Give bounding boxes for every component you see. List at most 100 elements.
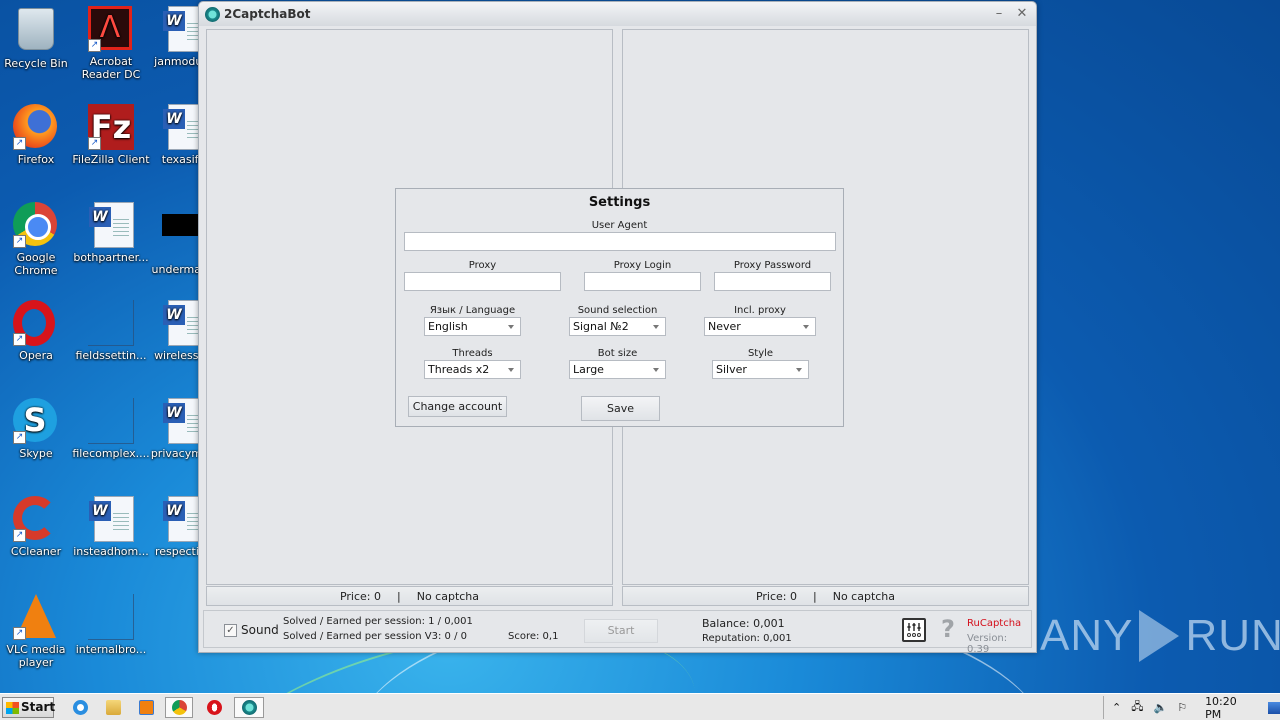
filezilla-icon: Fz xyxy=(88,104,134,150)
ccleaner-icon xyxy=(13,496,57,540)
sound-label[interactable]: Sound xyxy=(241,623,279,637)
minimize-button[interactable]: – xyxy=(995,6,1003,21)
price-label: Price: 0 xyxy=(339,589,381,603)
proxy-login-label: Proxy Login xyxy=(613,260,672,271)
language-select[interactable]: English xyxy=(424,317,521,336)
chevron-down-icon xyxy=(508,368,514,372)
shortcut-arrow-icon: ↗ xyxy=(13,529,26,542)
word-document-icon xyxy=(89,202,134,248)
internet-explorer-icon xyxy=(72,700,88,715)
threads-select[interactable]: Threads x2 xyxy=(424,360,521,379)
chevron-down-icon xyxy=(508,325,514,329)
desktop-icon-blank-file[interactable]: internalbro... xyxy=(72,594,150,656)
desktop-icon-blank-file[interactable]: fieldssettin... xyxy=(72,300,150,362)
sound-selection-select[interactable]: Signal №2 xyxy=(569,317,666,336)
settings-sliders-icon[interactable] xyxy=(902,618,926,642)
acrobat-icon: ᐱ xyxy=(88,6,132,50)
clock[interactable]: 10:20 PM xyxy=(1205,694,1237,720)
taskbar-file-explorer[interactable] xyxy=(99,697,127,718)
app-lock-icon xyxy=(205,6,220,22)
play-logo-icon xyxy=(1139,610,1180,662)
desktop-icon-firefox[interactable]: ↗ Firefox xyxy=(0,104,75,166)
sliders-icon xyxy=(907,623,921,637)
captcha-status: No captcha xyxy=(416,589,480,603)
separator: | xyxy=(813,589,817,603)
help-question-icon[interactable]: ? xyxy=(941,615,955,643)
status-bar-left: Price: 0 | No captcha xyxy=(206,586,613,606)
shortcut-arrow-icon: ↗ xyxy=(88,137,101,150)
user-agent-input[interactable] xyxy=(404,232,836,251)
volume-icon[interactable]: 🔈 xyxy=(1153,701,1168,714)
desktop-icon-blank-file[interactable]: filecomplex.... xyxy=(72,398,150,460)
app-lock-icon xyxy=(241,700,257,715)
window-title: 2CaptchaBot xyxy=(224,7,311,21)
desktop-icon-opera[interactable]: ↗ Opera xyxy=(0,300,75,362)
desktop-icon-recycle-bin[interactable]: Recycle Bin xyxy=(0,6,75,70)
taskbar: Start ⌃ 🖧 🔈 ⚐ 10:20 PM xyxy=(0,693,1280,720)
chevron-down-icon xyxy=(653,368,659,372)
incl-proxy-label: Incl. proxy xyxy=(734,305,786,316)
sound-checkbox[interactable]: ✓ xyxy=(224,624,237,637)
shortcut-arrow-icon: ↗ xyxy=(88,39,101,52)
balance-label: Balance: 0,001 xyxy=(702,617,785,630)
bot-size-select[interactable]: Large xyxy=(569,360,666,379)
taskbar-2captchabot[interactable] xyxy=(234,697,264,718)
show-desktop-button[interactable] xyxy=(1268,701,1280,714)
shortcut-arrow-icon: ↗ xyxy=(13,627,26,640)
service-link[interactable]: RuCaptcha xyxy=(967,618,1022,629)
start-button[interactable]: Start xyxy=(2,697,55,718)
close-button[interactable]: ✕ xyxy=(1016,6,1028,21)
save-button[interactable]: Save xyxy=(581,396,660,421)
app-window-2captchabot: 2CaptchaBot – ✕ Price: 0 | No captcha Pr… xyxy=(198,1,1037,655)
proxy-input[interactable] xyxy=(404,272,561,291)
start-button[interactable]: Start xyxy=(584,619,658,643)
bot-size-label: Bot size xyxy=(597,348,638,359)
language-label: Язык / Language xyxy=(429,305,516,316)
reputation-label: Reputation: 0,001 xyxy=(702,633,792,644)
user-agent-label: User Agent xyxy=(591,220,648,231)
system-tray: ⌃ 🖧 🔈 ⚐ 10:20 PM xyxy=(1103,694,1280,720)
footer-bar: ✓ Sound Solved / Earned per session: 1 /… xyxy=(203,610,1032,655)
blank-file-icon xyxy=(88,594,134,640)
folder-icon xyxy=(105,700,121,715)
settings-title: Settings xyxy=(588,195,651,210)
incl-proxy-select[interactable]: Never xyxy=(704,317,816,336)
opera-icon xyxy=(13,300,55,346)
chevron-down-icon xyxy=(653,325,659,329)
desktop-icon-skype[interactable]: S↗ Skype xyxy=(0,398,75,460)
style-select[interactable]: Silver xyxy=(712,360,809,379)
anyrun-watermark: ANY RUN xyxy=(1040,610,1280,662)
window-titlebar[interactable]: 2CaptchaBot – ✕ xyxy=(199,2,1036,26)
desktop-icon-ccleaner[interactable]: ↗ CCleaner xyxy=(0,496,75,558)
proxy-password-label: Proxy Password xyxy=(733,260,812,271)
taskbar-chrome[interactable] xyxy=(165,697,193,718)
desktop-icon-chrome[interactable]: ↗ Google Chrome xyxy=(0,202,75,277)
blank-file-icon xyxy=(88,300,134,346)
settings-dialog: Settings User Agent Proxy Proxy Login Pr… xyxy=(395,188,844,427)
network-warning-icon[interactable]: 🖧 xyxy=(1131,700,1144,713)
chrome-icon xyxy=(171,700,187,715)
action-center-flag-icon[interactable]: ⚐ xyxy=(1177,701,1188,714)
captcha-status: No captcha xyxy=(832,589,896,603)
show-hidden-icons-button[interactable]: ⌃ xyxy=(1112,701,1122,714)
desktop-icon-filezilla[interactable]: Fz↗ FileZilla Client xyxy=(72,104,150,166)
proxy-password-input[interactable] xyxy=(714,272,831,291)
media-player-icon xyxy=(138,700,154,715)
desktop-icon-word-doc[interactable]: insteadhom... xyxy=(72,496,150,558)
chrome-icon xyxy=(13,202,57,246)
proxy-login-input[interactable] xyxy=(584,272,701,291)
score-label: Score: 0,1 xyxy=(508,631,559,642)
blank-file-icon xyxy=(88,398,134,444)
status-bar-right: Price: 0 | No captcha xyxy=(622,586,1029,606)
taskbar-opera[interactable] xyxy=(200,697,228,718)
desktop-icon-word-doc[interactable]: bothpartner... xyxy=(72,202,150,264)
desktop-icon-acrobat[interactable]: ᐱ↗ Acrobat Reader DC xyxy=(72,6,150,81)
recycle-bin-icon xyxy=(18,8,54,50)
desktop-icon-vlc[interactable]: ↗ VLC media player xyxy=(0,594,75,669)
style-label: Style xyxy=(747,348,774,359)
change-account-button[interactable]: Change account xyxy=(408,396,507,417)
word-document-icon xyxy=(89,496,134,542)
taskbar-media-player[interactable] xyxy=(132,697,160,718)
solved-earned-session-v3: Solved / Earned per session V3: 0 / 0 xyxy=(283,631,467,642)
taskbar-internet-explorer[interactable] xyxy=(66,697,94,718)
